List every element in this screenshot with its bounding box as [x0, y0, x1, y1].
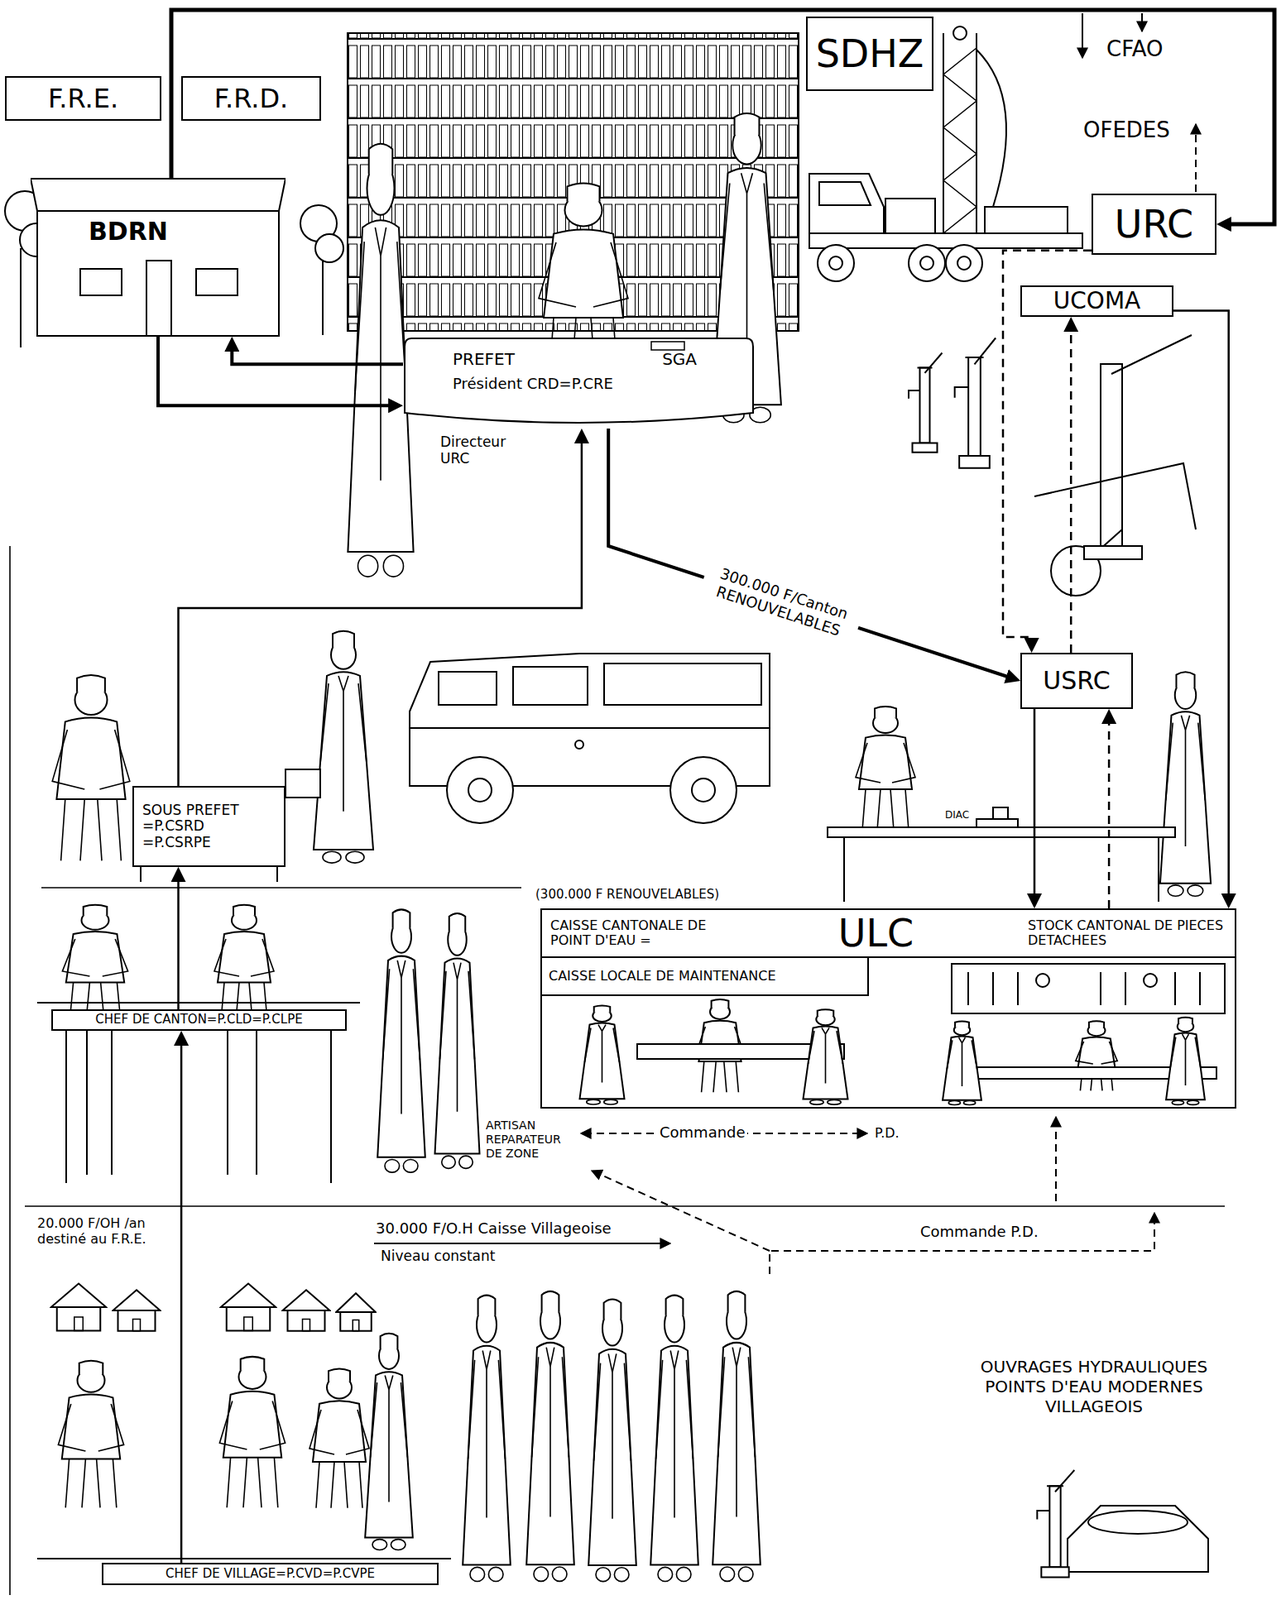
note-label: Directeur URC — [438, 433, 533, 468]
standing-person — [1160, 671, 1211, 897]
node-label: F.R.D. — [214, 83, 289, 115]
unit-box: USRC — [1020, 652, 1133, 710]
note-label: Commande P.D. — [918, 1223, 1041, 1242]
standing-person — [347, 143, 413, 577]
flow-arrow — [231, 343, 404, 365]
shop-heading: CAISSE CANTONALE DE POINT D'EAU = — [550, 918, 725, 950]
sub-prefect-scene — [52, 631, 374, 883]
node-label: USRC — [1042, 666, 1110, 696]
note-label: P.D. — [873, 1125, 902, 1142]
shop-title: ULC — [838, 913, 914, 954]
flow-arrow — [608, 428, 1014, 680]
village-scene — [37, 1284, 452, 1560]
hand-pumps — [908, 335, 1196, 596]
villagers — [462, 1291, 761, 1583]
flow-arrow — [171, 9, 1275, 225]
edge-label: 300.000 F/Canton RENOUVELABLES — [698, 560, 864, 647]
edge-label: 20.000 F/OH /an destiné au F.R.E. — [34, 1214, 179, 1248]
role-title: PREFET — [452, 350, 515, 370]
seated-person — [1075, 1021, 1118, 1091]
drilling-truck — [809, 26, 1083, 282]
flow-arrow — [1173, 311, 1229, 903]
shop-heading: STOCK CANTONAL DE PIECES DETACHEES — [1027, 918, 1227, 950]
note-label: OUVRAGES HYDRAULIQUES POINTS D'EAU MODER… — [951, 1357, 1237, 1417]
standing-person — [435, 913, 480, 1169]
seated-person — [309, 1369, 370, 1509]
hut-symbol — [335, 1293, 376, 1332]
role-title: Président CRD=P.CRE — [452, 375, 697, 394]
note-label: OFEDES — [1081, 117, 1172, 144]
jeep — [409, 653, 770, 824]
flow-arrow — [1070, 323, 1073, 653]
note-label: (300.000 F RENOUVELABLES) — [533, 887, 721, 903]
seated-person — [52, 675, 130, 861]
desk-front: SOUS PREFET =P.CSRD =P.CSRPE — [132, 786, 286, 868]
standing-person — [526, 1291, 575, 1582]
note-label: Commande — [657, 1123, 748, 1143]
table-band: CHEF DE CANTON=P.CLD=P.CLPE — [51, 1009, 347, 1032]
shop-front: CAISSE CANTONALE DE POINT D'EAU = ULC STOC… — [540, 908, 1237, 1109]
note-label: DIAC — [943, 809, 971, 821]
flow-arrow — [177, 873, 180, 1010]
water-point — [1036, 1470, 1209, 1579]
flow-arrow — [1108, 715, 1111, 909]
flow-arrow — [158, 336, 397, 406]
node-label: F.R.E. — [47, 83, 119, 115]
seated-person — [57, 1361, 124, 1509]
hut-symbol — [283, 1290, 331, 1331]
hut-symbol — [51, 1284, 107, 1332]
node-label: SOUS PREFET =P.CSRD =P.CSRPE — [142, 802, 276, 852]
flow-arrow — [180, 1037, 183, 1564]
pump-symbol — [908, 353, 943, 453]
company-sign: UCOMA — [1020, 285, 1174, 317]
standing-person — [462, 1295, 511, 1583]
note-label: Niveau constant — [379, 1247, 497, 1265]
flow-arrow — [178, 435, 582, 787]
standing-person — [580, 1005, 625, 1105]
standing-person — [942, 1022, 982, 1106]
agency-box: URC — [1091, 193, 1217, 255]
standing-person — [1166, 1017, 1205, 1106]
seated-person — [219, 1357, 285, 1508]
note-label: 30.000 F/O.H Caisse Villageoise — [374, 1219, 614, 1239]
node-label: URC — [1114, 202, 1194, 247]
node-label: BDRN — [88, 217, 168, 247]
standing-person — [588, 1299, 637, 1582]
border-lines — [9, 546, 1225, 1596]
hut-symbol — [220, 1284, 277, 1332]
standing-person — [313, 631, 374, 864]
standing-person — [650, 1295, 699, 1583]
fund-box: F.R.D. — [181, 76, 322, 121]
node-label: CAISSE LOCALE DE MAINTENANCE — [548, 969, 777, 984]
node-label: SDHZ — [815, 32, 925, 77]
seated-person — [855, 706, 916, 831]
flow-arrow — [1033, 709, 1037, 903]
node-outline — [30, 177, 286, 337]
table-band: CHEF DE VILLAGE=P.CVD=P.CVPE — [101, 1563, 439, 1586]
standing-person — [712, 1291, 761, 1582]
order-arrows — [374, 13, 1196, 1275]
node-label: CHEF DE CANTON=P.CLD=P.CLPE — [95, 1012, 303, 1027]
canton-scene — [37, 905, 480, 1184]
pump-symbol — [1036, 1470, 1075, 1579]
shop-sign: CAISSE LOCALE DE MAINTENANCE — [542, 958, 869, 997]
standing-person — [803, 1009, 849, 1105]
trees — [4, 191, 344, 348]
node-label: CHEF DE VILLAGE=P.CVD=P.CVPE — [165, 1567, 375, 1582]
agency-box: SDHZ — [806, 16, 934, 92]
office-people — [347, 113, 782, 577]
prefect-desk: PREFET SGA Président CRD=P.CRE — [403, 336, 755, 429]
note-label: ARTISAN REPARATEUR DE ZONE — [484, 1118, 581, 1161]
fund-box: F.R.E. — [4, 76, 162, 121]
hut-symbol — [113, 1290, 161, 1331]
node-label: UCOMA — [1053, 287, 1141, 315]
note-label: CFAO — [1104, 36, 1166, 63]
standing-person — [377, 909, 426, 1173]
standing-person — [364, 1333, 413, 1551]
pump-symbol — [954, 338, 997, 469]
office-building: BDRN — [30, 177, 286, 337]
role-title: SGA — [662, 350, 697, 370]
usrc-scene — [827, 671, 1211, 903]
